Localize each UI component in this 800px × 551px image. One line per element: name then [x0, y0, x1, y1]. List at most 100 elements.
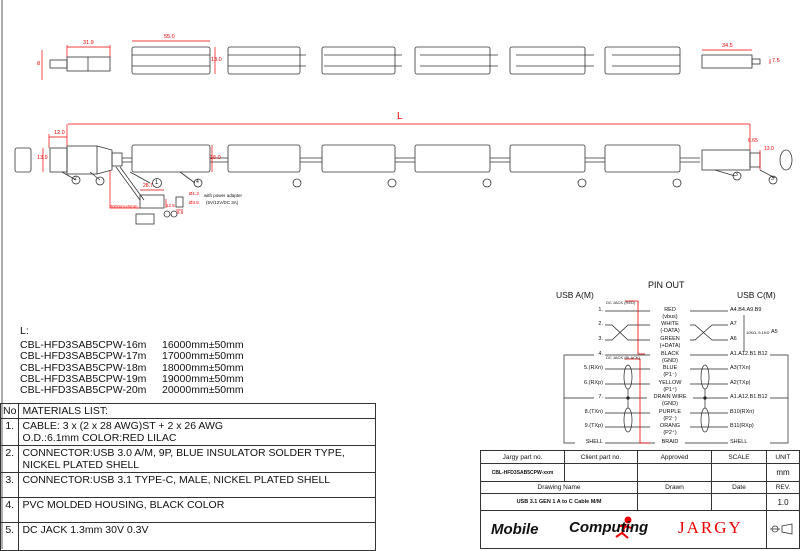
materials-row: 1.CABLE: 3 x (2 x 28 AWG)ST + 2 x 26 AWG…	[0, 418, 376, 446]
pin-right-label: B10(RXn)	[730, 409, 755, 415]
logo-mobile: Mobile	[491, 521, 539, 538]
pin-left-label: 1.	[598, 307, 603, 313]
pinout-left-header: USB A(M)	[556, 290, 594, 300]
dim-dc-jack-d1: Ø1.3	[189, 191, 199, 196]
callout-3b: 3	[735, 172, 738, 178]
callout-4: 4	[196, 179, 199, 185]
pin-wire-color: ORANG	[658, 423, 682, 430]
cc-pin: A5	[771, 329, 778, 335]
callout-3: 3	[771, 176, 774, 182]
pinout-right-header: USB C(M)	[737, 290, 776, 300]
pin-left-label: 5.(RXn)	[584, 365, 603, 371]
pin-wire-signal: (vbus)	[662, 314, 678, 320]
rev-value: 1.0	[766, 493, 800, 511]
dim-dc-length: 28.7	[143, 183, 153, 189]
scale-cell	[711, 463, 767, 482]
drawing-name: USB 3.1 GEN 1 A to C Cable M/M	[480, 493, 638, 511]
pin-wire-signal: (P2⁻)	[663, 416, 677, 422]
power-note: with power adapter	[204, 193, 243, 198]
pin-wire-signal: (GND)	[662, 401, 678, 407]
dc-red-label: DC JACK (RED)	[606, 300, 636, 305]
pin-wire-color: BLACK	[659, 351, 681, 358]
pin-right-label: B11(RXp)	[730, 423, 754, 429]
pin-wire-color: BLUE	[661, 365, 679, 372]
dim-dc-jack-d2: Ø3.5	[189, 200, 199, 205]
logo-computing: Computing	[569, 519, 649, 536]
pinout-title: PIN OUT	[648, 280, 685, 290]
projection-cell	[766, 510, 800, 549]
pin-left-label: SHELL	[585, 439, 603, 445]
pin-wire-color: GREEN	[659, 336, 681, 343]
dim-dc-height: 12.5	[166, 203, 175, 208]
pin-left-label: 2.	[598, 321, 603, 327]
dim-dc-jack-width: 9.5	[177, 210, 184, 215]
date-cell	[711, 493, 767, 511]
dimension-lines	[41, 40, 771, 211]
callout-2: 2	[74, 176, 77, 182]
pin-left-label: 7.	[598, 394, 603, 400]
pin-wire-signal: (P1⁺)	[663, 387, 677, 393]
pin-wire-color: RED	[663, 307, 677, 314]
pin-wire-color: BRAID	[660, 439, 680, 446]
dc-black-label: DC JACK (BLACK)	[606, 355, 641, 360]
length-label: L:	[20, 325, 29, 337]
power-note-spec: (5V/12V/DC 3A)	[206, 200, 239, 205]
pin-right-label: SHELL	[730, 439, 748, 445]
pin-wire-signal: (-DATA)	[660, 328, 680, 334]
dim-main-seg-height: 16.0	[210, 155, 221, 161]
dim-typec-top-height: 7.5	[772, 58, 780, 64]
pinout-wiring	[563, 310, 789, 444]
pin-wire-color: WHITE	[660, 321, 680, 328]
pin-wire-signal: (GND)	[662, 358, 678, 364]
pin-wire-color: YELLOW	[657, 380, 683, 387]
callout-1: 1	[155, 180, 159, 186]
pin-right-label: A1.A12.B1.B12	[730, 351, 768, 357]
jargy-part-no: CBL-HFD3SAB5CPW-xxm	[480, 463, 565, 482]
pin-left-label: 3.	[598, 336, 603, 342]
pin-wire-signal: (P2⁺)	[663, 430, 677, 436]
dim-segment-length: 55.0	[164, 34, 175, 40]
pin-right-label: A4.B4.A9.B9	[730, 307, 762, 313]
materials-row: 4.PVC MOLDED HOUSING, BLACK COLOR	[0, 497, 376, 523]
logo-jargy: JARGY	[678, 518, 743, 537]
dim-usba-top-height: 8	[37, 61, 41, 67]
dim-overall-length: L	[397, 111, 403, 122]
top-segments	[131, 46, 681, 75]
logo-cell: Mobile Computing JARGY	[480, 510, 767, 549]
pin-wire-signal: (+DATA)	[659, 343, 681, 349]
unit-value: mm	[766, 463, 800, 482]
dim-segment-height: 13.0	[211, 57, 222, 63]
pin-left-label: 6.(RXp)	[584, 380, 603, 386]
pin-left-label: 4.	[598, 351, 603, 357]
dim-typec-height: 13.0	[764, 146, 774, 152]
materials-row: 3.CONNECTOR:USB 3.1 TYPE-C, MALE, NICKEL…	[0, 472, 376, 498]
pin-right-label: A2(TXp)	[730, 380, 751, 386]
materials-row: 2.CONNECTOR:USB 3.0 A/M, 9P, BLUE INSULA…	[0, 445, 376, 473]
dim-usba-length: 12.0	[54, 130, 65, 136]
pin-right-label: A3(TXn)	[730, 365, 751, 371]
pin-right-label: A1.A12.B1.B12	[730, 394, 768, 400]
title-block: Jargy part no. Client part no. Approved …	[480, 450, 800, 549]
dim-usba-top-length: 31.9	[83, 40, 94, 46]
pin-right-label: A6	[730, 336, 737, 342]
pin-wire-color: DRAIN WIRE	[652, 394, 688, 401]
pin-wire-signal: (P1⁻)	[663, 372, 677, 378]
approved-cell	[637, 463, 712, 482]
dim-usba-height: 13.9	[37, 155, 48, 161]
client-part-no	[564, 463, 638, 482]
pin-right-label: A7	[730, 321, 737, 327]
drawn-cell	[637, 493, 712, 511]
pin-wire-color: PURPLE	[657, 409, 683, 416]
dim-typec-top-length: 34.5	[722, 43, 733, 49]
dim-typec-gap: 6.65	[748, 138, 758, 144]
pin-left-label: 8.(TXn)	[584, 409, 603, 415]
pin-left-label: 9.(TXp)	[584, 423, 603, 429]
